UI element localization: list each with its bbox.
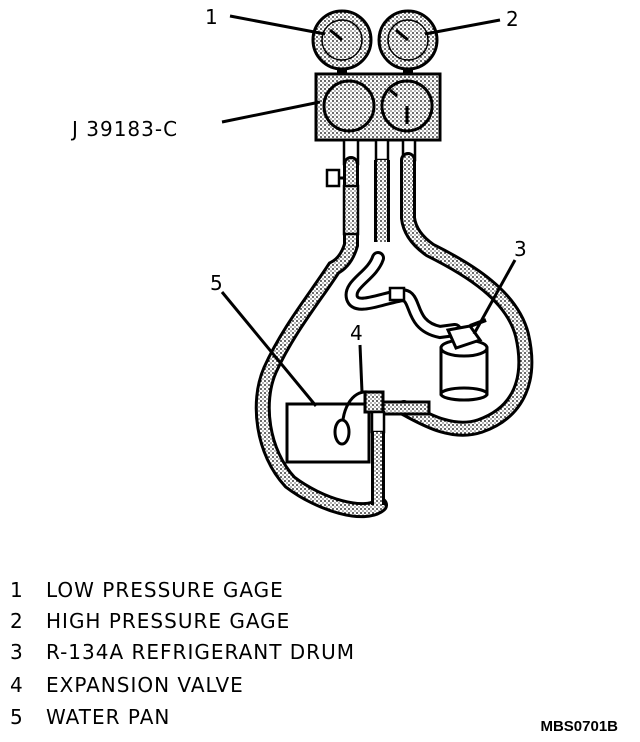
legend-text: EXPANSION VALVE [46,673,244,697]
tool-number-label: J 39183-C [70,117,178,141]
leader-lines [220,14,517,407]
figure-code: MBS0701B [540,718,618,735]
callout-2: 2 [506,7,519,31]
refrigerant-test-diagram: 1 2 3 4 5 J 39183-C [70,5,534,519]
legend-number: 1 [10,578,24,602]
callout-3: 3 [514,237,527,261]
callout-1: 1 [205,5,218,29]
legend-number: 5 [10,705,24,729]
refrigerant-drum [439,318,489,402]
right-hose [396,152,534,437]
center-hose [344,160,462,340]
legend-text: LOW PRESSURE GAGE [46,578,284,602]
legend-text: WATER PAN [46,705,171,729]
expansion-valve [333,390,431,505]
callout-5: 5 [210,271,223,295]
manifold-gauge-set [314,72,442,166]
left-hose [254,156,388,519]
legend-number: 2 [10,609,24,633]
low-pressure-gage [311,9,373,76]
legend-text: R-134A REFRIGERANT DRUM [46,640,355,664]
water-pan [285,402,371,464]
legend-number: 4 [10,673,24,697]
callout-4: 4 [350,321,363,345]
legend-text: HIGH PRESSURE GAGE [46,609,291,633]
legend-number: 3 [10,640,24,664]
high-pressure-gage [377,9,439,76]
